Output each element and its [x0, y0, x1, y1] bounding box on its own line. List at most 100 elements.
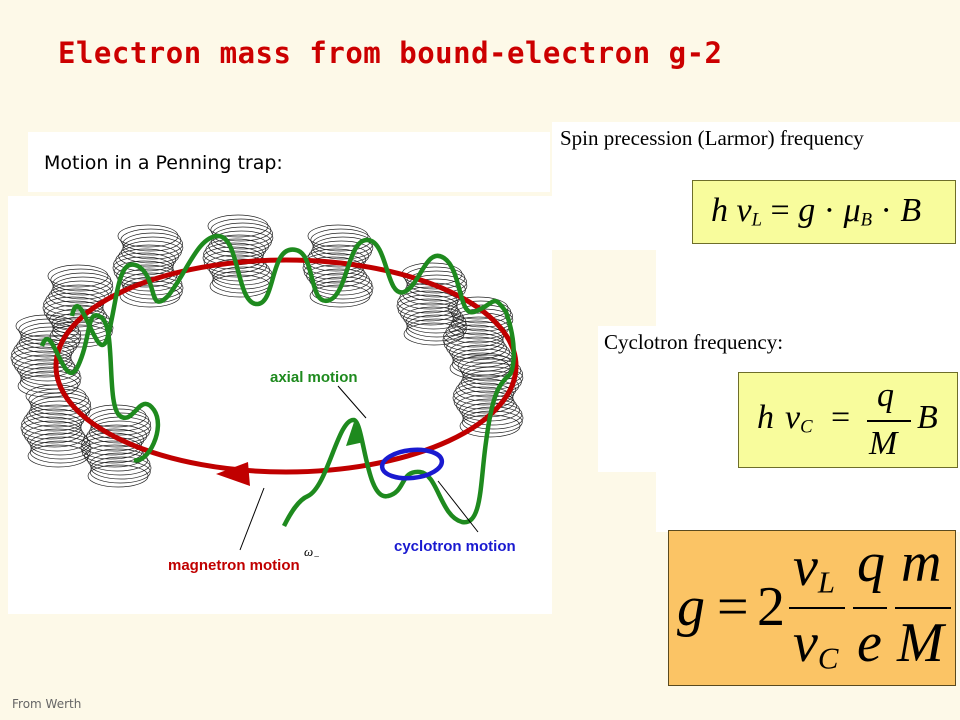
coil-loop — [30, 436, 92, 460]
magnetron-arrowhead — [216, 462, 250, 486]
penning-trap-figure: axial motion cyclotron motion magnetron … — [10, 214, 524, 574]
main-m: m — [901, 532, 942, 594]
spin-precession-label: Spin precession (Larmor) frequency — [560, 126, 864, 150]
coil-loop — [122, 232, 184, 256]
larmor-g: g — [798, 192, 816, 229]
coil-loop — [52, 272, 114, 296]
axial-motion-label: axial motion — [270, 369, 358, 386]
main-equation: g = 2 νL νC q e m M — [668, 530, 956, 686]
coil-loop — [25, 384, 87, 408]
cyclotron-ring — [379, 447, 445, 481]
coil-loop — [461, 370, 522, 394]
coil-loop — [116, 264, 177, 288]
cyc-frac-bar — [867, 420, 911, 422]
main-two: 2 — [757, 576, 785, 638]
larmor-nu: ν — [736, 192, 752, 229]
penning-trap-diagram: axial motion cyclotron motion magnetron … — [8, 196, 552, 614]
coil-loop — [20, 366, 82, 390]
coil-loop — [458, 374, 520, 398]
coil-loop — [113, 252, 174, 276]
coil-loop — [89, 420, 150, 444]
coil-loop — [452, 386, 514, 410]
coil-loop — [202, 246, 264, 270]
axial-motion-trace — [69, 233, 516, 528]
coil-loop — [462, 362, 524, 386]
slide-title: Electron mass from bound-electron g-2 — [58, 36, 723, 70]
cyclotron-coil-stacks — [10, 214, 524, 488]
coil-loop — [396, 294, 458, 318]
main-subC: C — [817, 641, 839, 676]
coil-loop — [89, 452, 151, 476]
larmor-h: h — [711, 192, 728, 229]
main-nuL: νL — [793, 535, 835, 601]
cyc-h: h — [757, 399, 774, 436]
cyc-nu: νC — [785, 399, 813, 439]
coil-loop — [27, 444, 89, 468]
main-bar1 — [789, 607, 845, 609]
coil-loop — [118, 244, 180, 268]
coil-loop — [19, 330, 80, 354]
main-nuC: νC — [793, 611, 838, 677]
coil-loop — [51, 280, 112, 304]
coil-loop — [121, 240, 182, 264]
coil-loop — [308, 244, 370, 268]
coil-loop — [117, 224, 179, 248]
coil-loop — [10, 346, 72, 370]
coil-loop — [446, 336, 507, 360]
main-nuL-letter: ν — [793, 536, 818, 598]
main-M: M — [897, 612, 944, 674]
coil-loop — [453, 382, 514, 406]
larmor-mu: μ — [843, 192, 861, 229]
main-q: q — [857, 532, 885, 594]
main-eq: = — [717, 576, 749, 638]
coil-loop — [208, 234, 270, 258]
omega-letter: ω — [304, 544, 313, 559]
coil-loop — [21, 412, 82, 436]
cyc-eq: = — [831, 399, 851, 436]
main-g: g — [677, 576, 705, 638]
axial-motion-trace-left — [39, 313, 161, 463]
coil-loop — [47, 264, 109, 288]
coil-loop — [207, 214, 269, 238]
magnetron-leader-line — [239, 487, 265, 551]
coil-loop — [17, 374, 79, 398]
larmor-dot2: · — [880, 192, 892, 229]
cyc-sub: C — [800, 416, 813, 438]
axial-leader-line — [337, 385, 367, 419]
coil-loop — [16, 334, 78, 358]
coil-loop — [403, 322, 465, 346]
cyclotron-frequency-label: Cyclotron frequency: — [604, 330, 784, 354]
cyc-nu-letter: ν — [785, 399, 801, 436]
coil-loop — [30, 392, 92, 416]
source-credit: From Werth — [12, 697, 82, 711]
subtitle: Motion in a Penning trap: — [44, 152, 283, 174]
coil-loop — [29, 432, 91, 456]
omega-subscript: − — [313, 552, 320, 563]
coil-loop — [406, 270, 468, 294]
coil-loop — [405, 310, 467, 334]
coil-loop — [42, 296, 104, 320]
cyclotron-equation: h νC = q M B — [738, 372, 958, 468]
coil-loop — [211, 230, 272, 254]
main-nuC-letter: ν — [793, 612, 818, 674]
coil-loop — [24, 424, 85, 448]
coil-loop — [442, 328, 504, 352]
larmor-eq: = — [770, 192, 790, 229]
magnetron-motion-label: magnetron motion — [168, 557, 300, 574]
coil-loop — [87, 464, 149, 488]
larmor-B: B — [900, 192, 922, 229]
coil-loop — [212, 222, 274, 246]
larmor-musub: B — [860, 209, 873, 231]
main-panel — [656, 472, 960, 532]
coil-loop — [397, 290, 458, 314]
coil-loop — [29, 400, 90, 424]
main-bar3 — [895, 607, 951, 609]
main-subL: L — [817, 565, 835, 600]
larmor-sub: L — [751, 209, 762, 231]
omega-symbol: ω− — [304, 544, 320, 563]
cyclotron-leader-line — [437, 480, 479, 533]
cyclotron-motion-label: cyclotron motion — [394, 538, 516, 555]
cyc-den: M — [869, 425, 898, 462]
coil-loop — [447, 296, 509, 320]
larmor-equation: h νL = g · μB · B — [692, 180, 956, 244]
